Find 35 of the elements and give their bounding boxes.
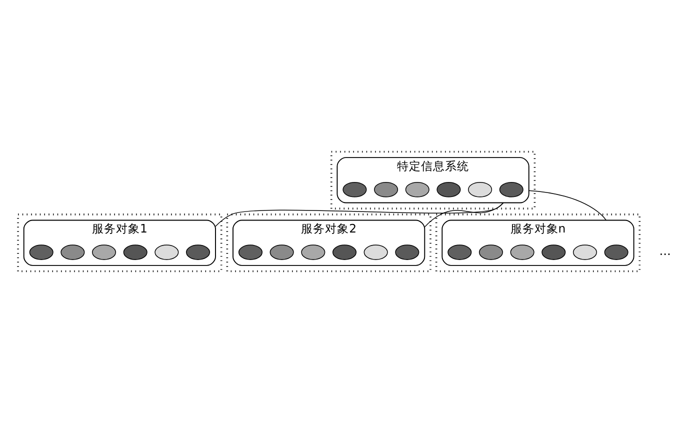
node-ellipse — [436, 182, 461, 198]
node-ellipse — [301, 244, 326, 260]
node-ellipse — [342, 182, 367, 198]
cluster — [435, 214, 641, 272]
node-ellipse — [154, 244, 179, 260]
node-ellipse — [499, 182, 524, 198]
node-ellipse — [405, 182, 430, 198]
node-ellipse — [123, 244, 148, 260]
node-ellipse — [186, 244, 210, 260]
node-ellipse — [29, 244, 54, 260]
connector — [528, 190, 606, 221]
node-ellipse — [92, 244, 116, 260]
cluster — [17, 214, 222, 272]
node-ellipse — [374, 182, 398, 198]
node-ellipse — [395, 244, 420, 260]
node-ellipse — [542, 244, 566, 260]
node-ellipse — [270, 244, 294, 260]
connector — [424, 202, 504, 228]
cluster — [330, 150, 536, 210]
node-ellipse — [604, 244, 628, 260]
cluster — [226, 214, 432, 272]
node-ellipse — [364, 244, 388, 260]
node-ellipse — [60, 244, 85, 260]
node-ellipse — [510, 244, 534, 260]
node-ellipse — [468, 182, 492, 198]
node-ellipse — [238, 244, 262, 260]
node-ellipse — [478, 244, 503, 260]
cluster: 特定信息系统 — [336, 157, 530, 204]
label: … — [659, 244, 671, 258]
cluster: 服务对象n — [442, 220, 634, 266]
cluster: 服务对象2 — [232, 220, 426, 266]
node-ellipse — [448, 244, 472, 260]
node-ellipse — [572, 244, 597, 260]
cluster: 服务对象1 — [23, 220, 216, 266]
node-ellipse — [332, 244, 357, 260]
